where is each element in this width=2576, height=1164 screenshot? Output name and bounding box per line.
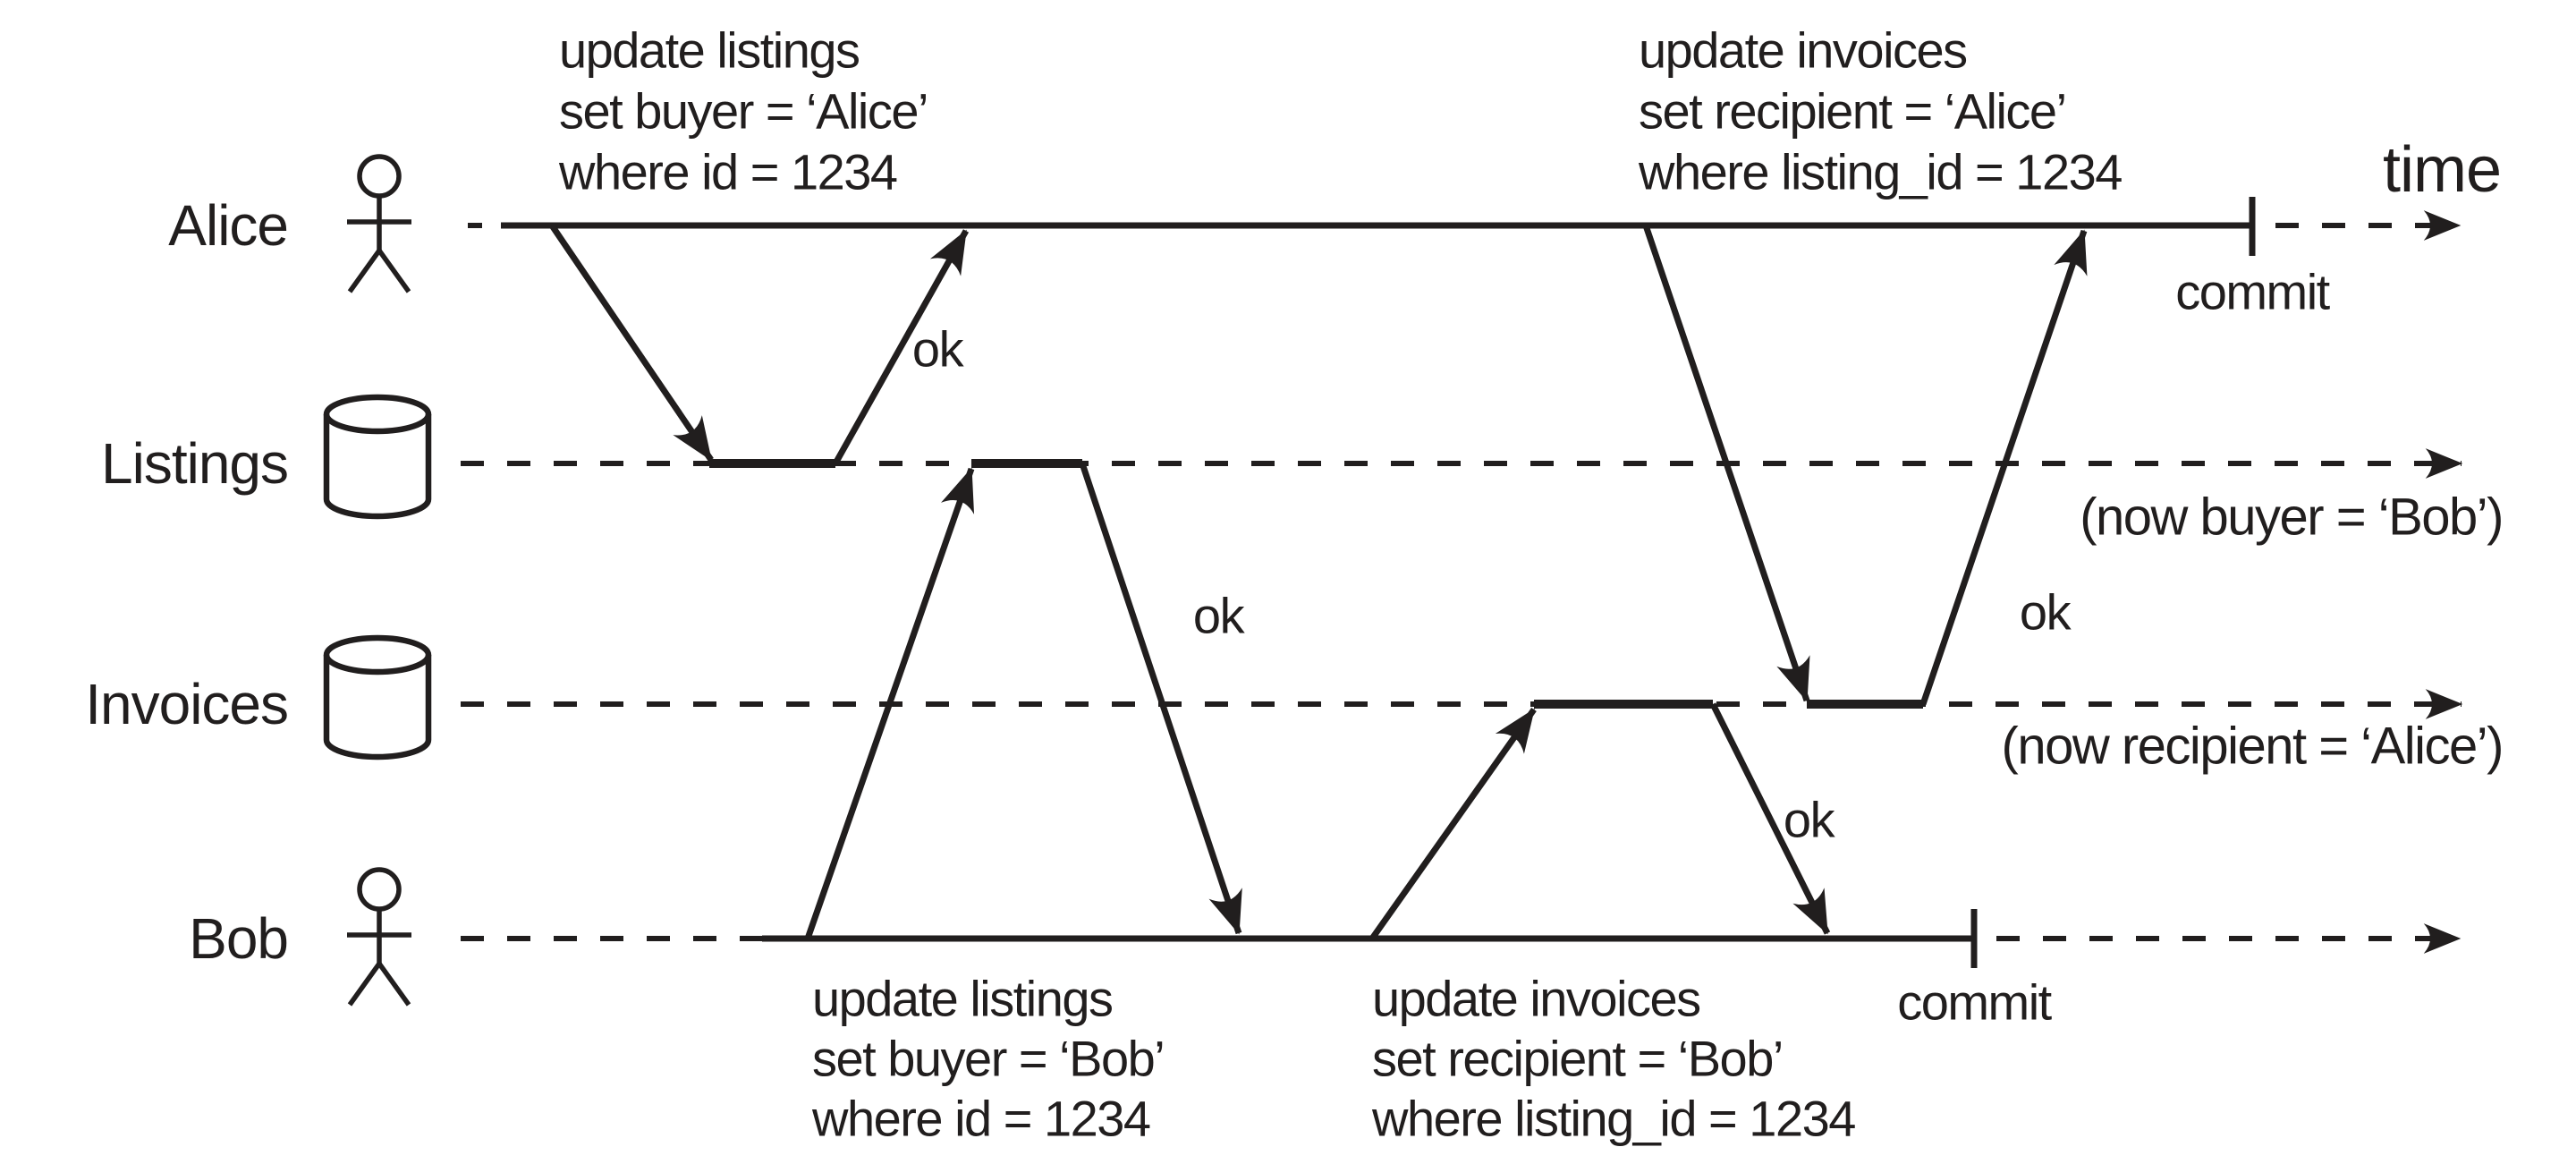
outcome-label-invoices: (now recipient = ‘Alice’) xyxy=(2002,718,2503,776)
lane-label-invoices: Invoices xyxy=(85,672,288,736)
statement-line: set buyer = ‘Alice’ xyxy=(559,83,928,140)
statement-alice-update-invoices: update invoices set recipient = ‘Alice’ … xyxy=(1638,22,2123,200)
statement-alice-update-listings: update listings set buyer = ‘Alice’ wher… xyxy=(558,22,928,200)
ok-label-alice-listings: ok xyxy=(912,321,965,378)
database-icon-listings xyxy=(323,394,432,520)
statement-line: set buyer = ‘Bob’ xyxy=(812,1031,1164,1087)
lane-label-alice: Alice xyxy=(168,193,288,258)
ok-label-bob-listings: ok xyxy=(1193,588,1246,644)
statement-line: where listing_id = 1234 xyxy=(1371,1091,1855,1147)
person-icon-alice xyxy=(347,154,411,293)
statement-line: where listing_id = 1234 xyxy=(1638,144,2122,200)
statement-bob-update-listings: update listings set buyer = ‘Bob’ where … xyxy=(811,971,1165,1147)
statement-line: update invoices xyxy=(1639,22,1967,79)
arrow-bob-listings-ok xyxy=(1079,462,1242,935)
time-axis-label: time xyxy=(2383,134,2501,206)
statement-line: update listings xyxy=(559,22,860,79)
statement-line: where id = 1234 xyxy=(558,144,897,200)
arrow-alice-invoices-ok xyxy=(1919,229,2088,706)
arrow-bob-write-invoices xyxy=(1369,707,1537,941)
statement-line: where id = 1234 xyxy=(811,1091,1150,1147)
statement-line: set recipient = ‘Alice’ xyxy=(1639,83,2066,140)
ok-label-alice-invoices: ok xyxy=(2020,584,2072,641)
bob-commit-label: commit xyxy=(1897,974,2052,1031)
statement-line: set recipient = ‘Bob’ xyxy=(1372,1031,1783,1087)
arrow-bob-invoices-ok xyxy=(1709,702,1831,935)
arrow-alice-listings-ok xyxy=(832,229,970,465)
arrow-bob-write-listings xyxy=(804,467,975,940)
arrow-alice-write-invoices xyxy=(1642,224,1810,702)
alice-commit-label: commit xyxy=(2175,264,2330,320)
person-icon-bob xyxy=(347,867,411,1007)
statement-bob-update-invoices: update invoices set recipient = ‘Bob’ wh… xyxy=(1371,971,1857,1147)
statement-line: update invoices xyxy=(1372,971,1700,1027)
arrow-alice-write-listings xyxy=(549,224,714,462)
lane-label-listings: Listings xyxy=(101,431,288,496)
ok-label-bob-invoices: ok xyxy=(1784,792,1836,848)
statement-line: update listings xyxy=(812,971,1113,1027)
lane-label-bob: Bob xyxy=(189,906,288,971)
outcome-label-listings: (now buyer = ‘Bob’) xyxy=(2080,489,2503,547)
database-icon-invoices xyxy=(323,634,432,760)
